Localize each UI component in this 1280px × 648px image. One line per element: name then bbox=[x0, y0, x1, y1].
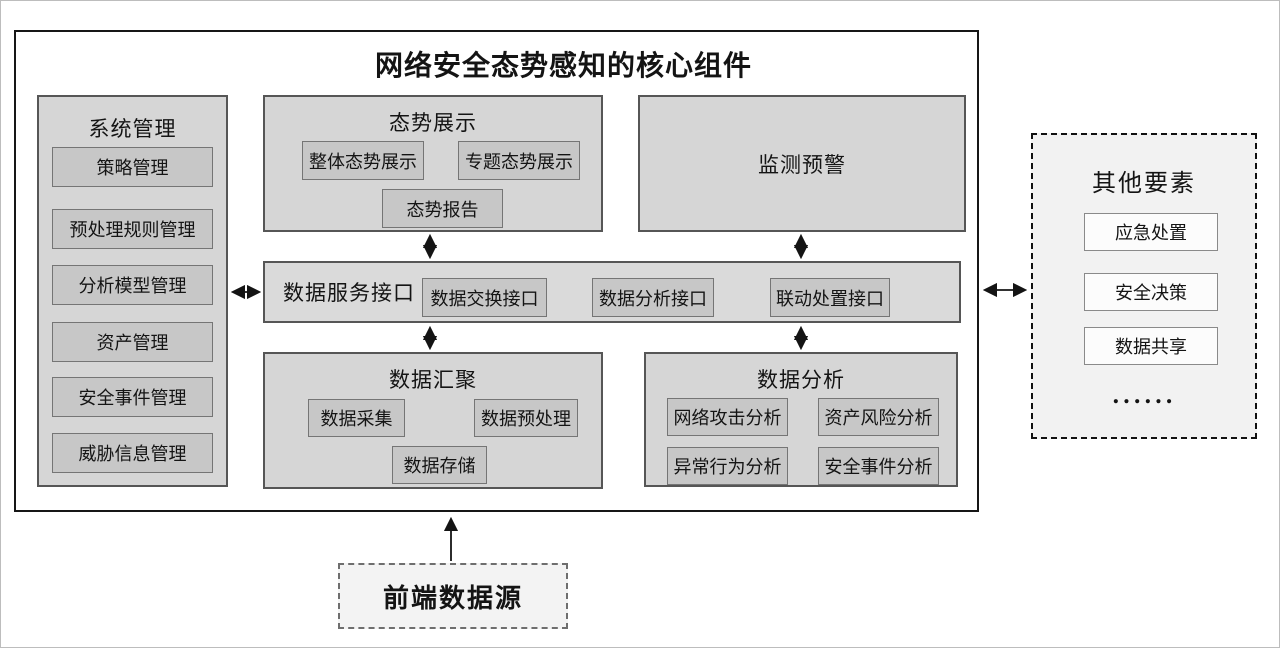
situation-display-group: 态势展示 整体态势展示 专题态势展示 态势报告 bbox=[263, 95, 603, 232]
node-topic-situation-display: 专题态势展示 bbox=[458, 141, 580, 180]
node-data-exchange-interface: 数据交换接口 bbox=[422, 278, 547, 317]
node-data-analysis-interface: 数据分析接口 bbox=[592, 278, 714, 317]
node-policy-management: 策略管理 bbox=[52, 147, 213, 187]
node-abnormal-behavior-analysis: 异常行为分析 bbox=[667, 447, 788, 485]
node-overall-situation-display: 整体态势展示 bbox=[302, 141, 424, 180]
node-security-event-analysis: 安全事件分析 bbox=[818, 447, 939, 485]
data-service-interface-label: 数据服务接口 bbox=[283, 281, 415, 305]
node-situation-report: 态势报告 bbox=[382, 189, 503, 228]
frontend-data-source-box: 前端数据源 bbox=[338, 563, 568, 629]
node-linkage-disposal-interface: 联动处置接口 bbox=[770, 278, 890, 317]
node-analysis-model-management: 分析模型管理 bbox=[52, 265, 213, 305]
system-management-group: 系统管理 策略管理 预处理规则管理 分析模型管理 资产管理 安全事件管理 威胁信… bbox=[37, 95, 228, 487]
data-analysis-title: 数据分析 bbox=[757, 368, 845, 392]
node-data-storage: 数据存储 bbox=[392, 446, 487, 484]
node-data-preprocessing: 数据预处理 bbox=[474, 399, 578, 437]
node-data-collection: 数据采集 bbox=[308, 399, 405, 437]
node-data-sharing: 数据共享 bbox=[1084, 327, 1218, 365]
monitoring-warning-box: 监测预警 bbox=[638, 95, 966, 232]
node-threat-info-management: 威胁信息管理 bbox=[52, 433, 213, 473]
data-analysis-group: 数据分析 网络攻击分析 资产风险分析 异常行为分析 安全事件分析 bbox=[644, 352, 958, 487]
node-emergency-disposal: 应急处置 bbox=[1084, 213, 1218, 251]
node-asset-management: 资产管理 bbox=[52, 322, 213, 362]
node-security-event-management: 安全事件管理 bbox=[52, 377, 213, 417]
system-management-title: 系统管理 bbox=[88, 117, 177, 141]
node-security-decision: 安全决策 bbox=[1084, 273, 1218, 311]
other-elements-group: 其他要素 应急处置 安全决策 数据共享 ...... bbox=[1031, 133, 1257, 439]
other-elements-title: 其他要素 bbox=[1092, 169, 1196, 197]
data-aggregation-title: 数据汇聚 bbox=[389, 368, 477, 392]
ellipsis-more-elements: ...... bbox=[1112, 383, 1176, 409]
diagram-title: 网络安全态势感知的核心组件 bbox=[375, 49, 753, 82]
node-network-attack-analysis: 网络攻击分析 bbox=[667, 398, 788, 436]
data-aggregation-group: 数据汇聚 数据采集 数据预处理 数据存储 bbox=[263, 352, 603, 489]
node-preprocess-rule-management: 预处理规则管理 bbox=[52, 209, 213, 249]
data-service-interface-bar: 数据服务接口 数据交换接口 数据分析接口 联动处置接口 bbox=[263, 261, 961, 323]
situation-display-title: 态势展示 bbox=[389, 111, 477, 135]
node-asset-risk-analysis: 资产风险分析 bbox=[818, 398, 939, 436]
